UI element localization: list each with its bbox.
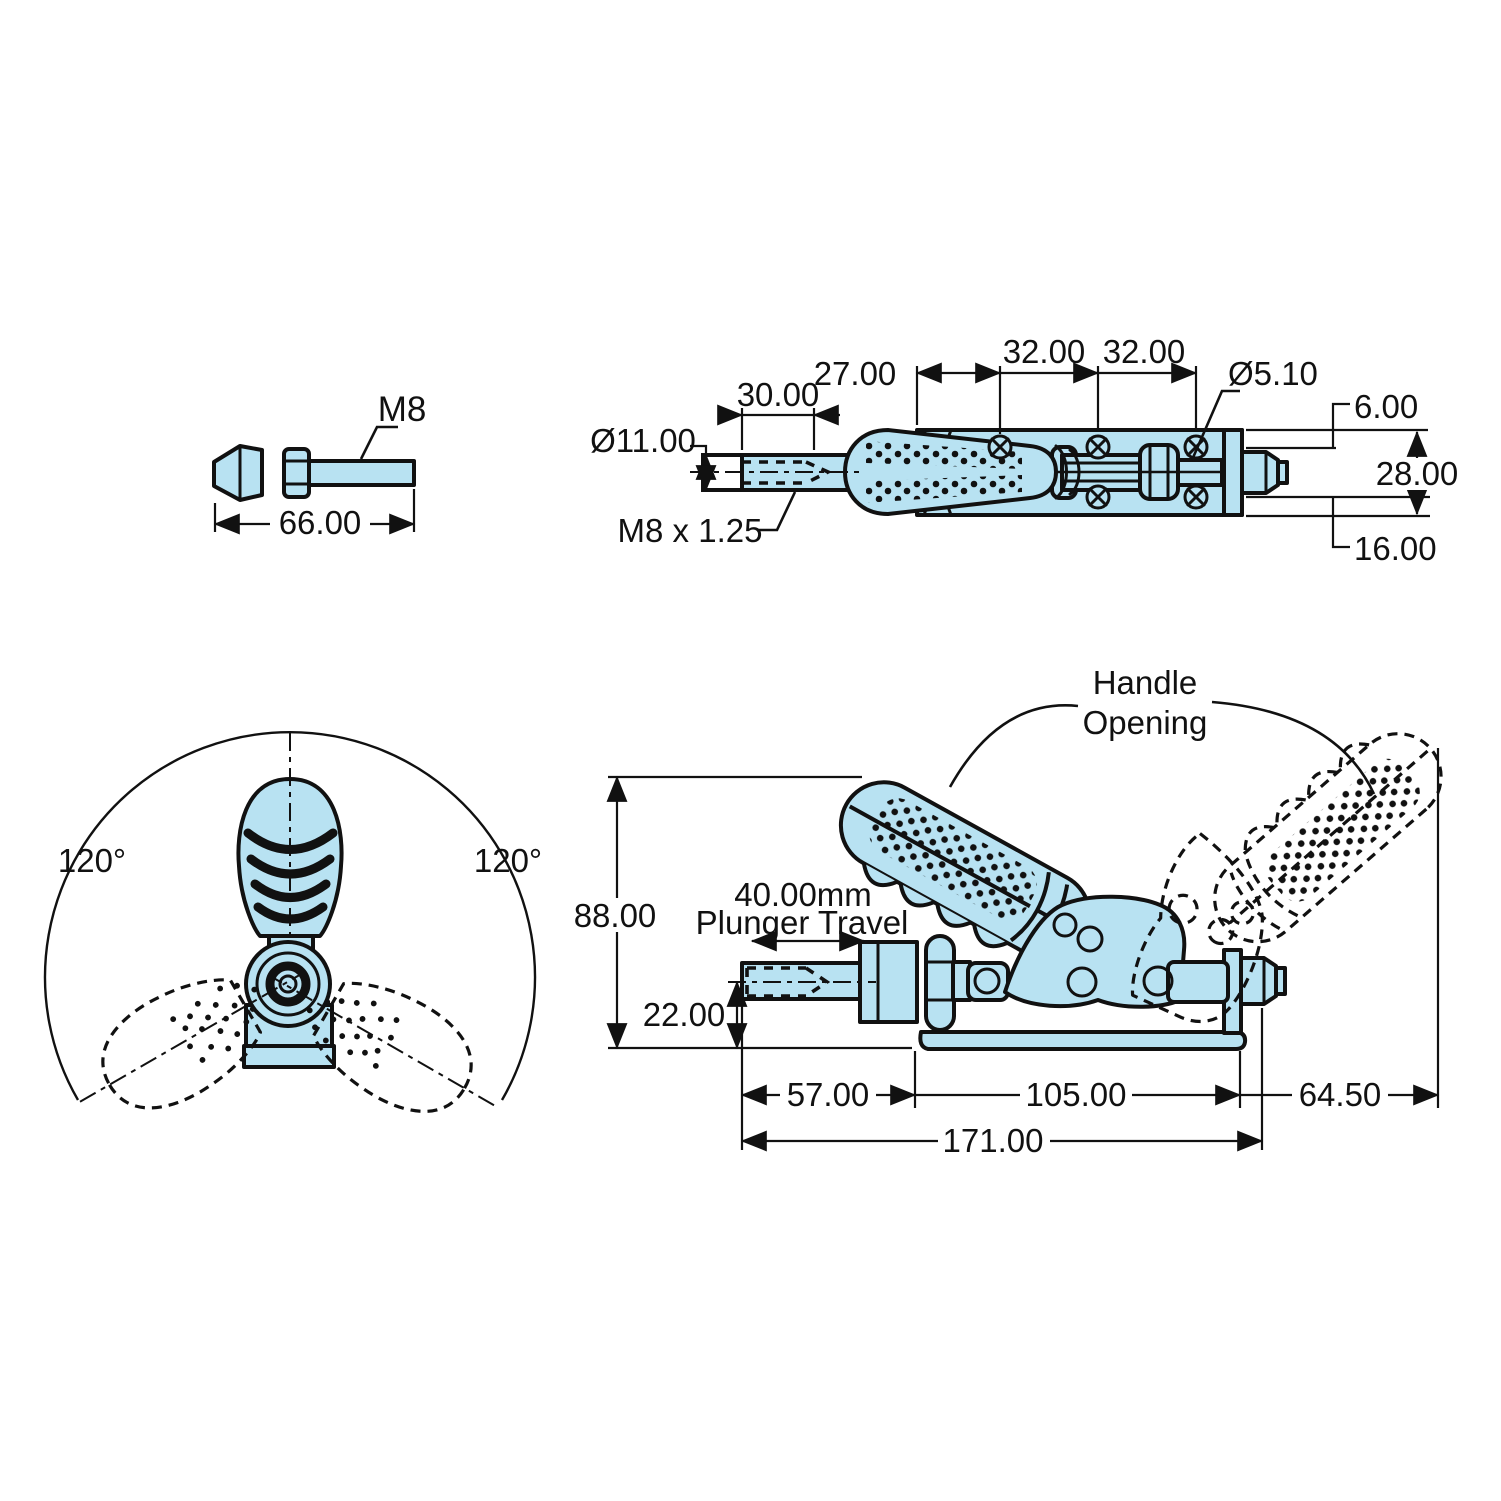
handle-opening-label-1: Handle bbox=[1093, 664, 1198, 701]
spindle-head bbox=[212, 444, 264, 502]
thread-length-dim: 30.00 bbox=[737, 376, 820, 413]
m8-label: M8 bbox=[378, 390, 427, 429]
body-front-view bbox=[244, 940, 332, 1028]
spindle-nut bbox=[282, 447, 311, 499]
plunger-diameter-dim: Ø11.00 bbox=[590, 422, 696, 459]
spindle-length-dim: 66.00 bbox=[279, 504, 362, 541]
overall-height-dim: 88.00 bbox=[574, 897, 657, 934]
hole-spacing-dim-2: 32.00 bbox=[1103, 333, 1186, 370]
spindle-shaft bbox=[307, 459, 416, 487]
overall-length-dim: 171.00 bbox=[943, 1122, 1044, 1159]
thread-spec-label: M8 x 1.25 bbox=[618, 512, 763, 549]
top-view: 30.00 27.00 32.00 32.00 Ø5.10 6.00 16.00… bbox=[590, 333, 1468, 567]
phantom-handle-left bbox=[79, 960, 300, 1132]
m8-leader-line bbox=[359, 425, 398, 460]
swing-angle-left: 120° bbox=[58, 842, 126, 879]
handle-opening-leader-right bbox=[1211, 700, 1376, 795]
mounting-holes-top bbox=[987, 434, 1209, 510]
phantom-handle-right bbox=[274, 963, 495, 1135]
first-hole-offset-dim: 27.00 bbox=[814, 355, 897, 392]
hole-spacing-dim-1: 32.00 bbox=[1003, 333, 1086, 370]
base-section-dim: 105.00 bbox=[1026, 1076, 1127, 1113]
handle-overhang-dim: 64.50 bbox=[1299, 1076, 1382, 1113]
swing-arc bbox=[43, 731, 537, 1101]
base-bar-side bbox=[918, 1030, 1248, 1051]
hole-dia-leader bbox=[1190, 389, 1240, 461]
front-view: 120° 120° bbox=[43, 731, 542, 1135]
hole-row-spacing-dim: 16.00 bbox=[1354, 530, 1437, 567]
hole-edge-top-dim: 6.00 bbox=[1354, 388, 1418, 425]
end-nut-top bbox=[1240, 450, 1280, 495]
plunger-axis-height-dim: 22.00 bbox=[643, 996, 726, 1033]
front-section-dim: 57.00 bbox=[787, 1076, 870, 1113]
travel-dim-line2: Plunger Travel bbox=[696, 904, 909, 941]
hole-diameter-dim: Ø5.10 bbox=[1228, 355, 1318, 392]
handle-opening-label-2: Opening bbox=[1083, 704, 1208, 741]
side-view: Handle Opening 88.00 22.00 40.00mm Plung… bbox=[566, 660, 1477, 1159]
handle-opening-leader-left bbox=[948, 704, 1079, 788]
swing-angle-right: 120° bbox=[474, 842, 542, 879]
body-width-dim: 28.00 bbox=[1376, 455, 1459, 492]
thread-spec-leader bbox=[758, 491, 797, 532]
spindle-view: M8 66.00 bbox=[212, 390, 427, 541]
travel-dim-line1: 40.00mm bbox=[734, 876, 872, 913]
